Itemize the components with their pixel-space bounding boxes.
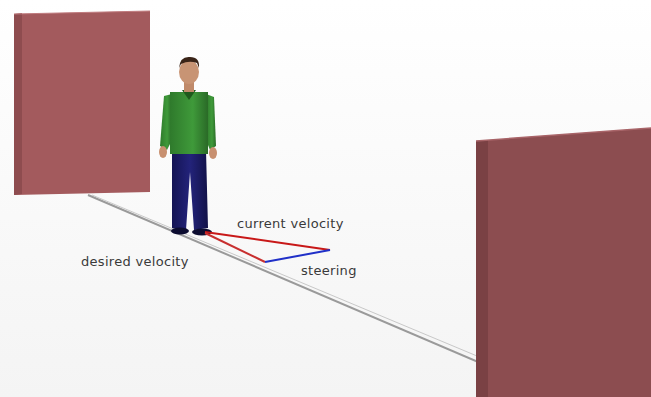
- left-wall: [14, 11, 150, 195]
- vector-label: current velocity: [236, 216, 345, 231]
- vector-label: steering: [300, 263, 358, 278]
- human-figure: [159, 57, 217, 236]
- steering-vector: [265, 250, 330, 262]
- vector-label: desired velocity: [80, 254, 190, 269]
- desired-velocity-vector: [205, 233, 265, 262]
- right-wall: [476, 128, 651, 397]
